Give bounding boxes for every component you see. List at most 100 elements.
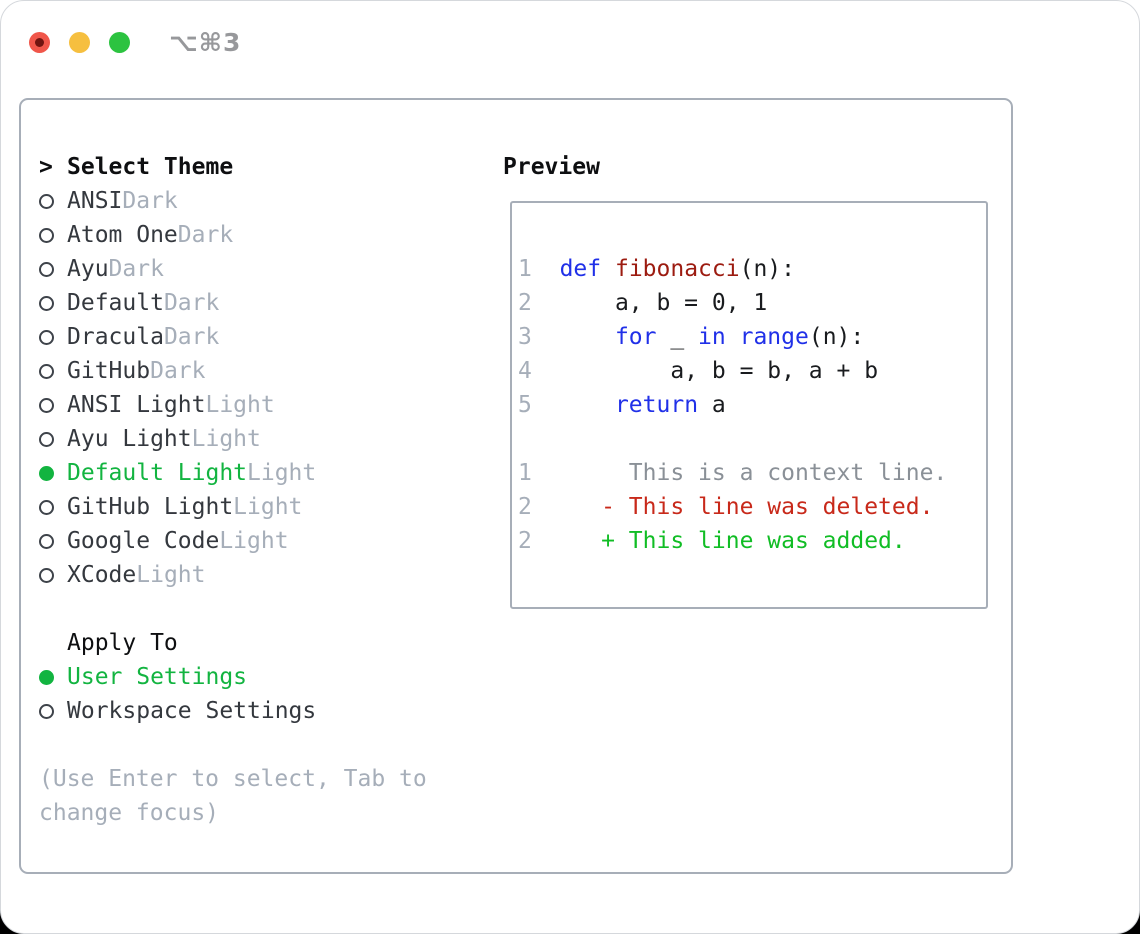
token-pl: (n): bbox=[808, 324, 865, 350]
marker-cell bbox=[39, 499, 67, 515]
apply-to-header: Apply To bbox=[67, 630, 178, 656]
theme-variant-label: Dark bbox=[163, 290, 220, 316]
token-kw: def bbox=[559, 256, 602, 282]
marker-cell bbox=[39, 465, 67, 481]
code-line: 2 - This line was deleted. bbox=[518, 490, 986, 524]
spacer bbox=[39, 728, 443, 762]
theme-option-ansi-dark[interactable]: ANSI Dark bbox=[39, 184, 443, 218]
theme-name: Ayu bbox=[67, 256, 109, 282]
blank-line bbox=[518, 422, 986, 456]
theme-variant-label: Dark bbox=[122, 188, 178, 214]
apply-option-workspace-settings[interactable]: Workspace Settings bbox=[39, 694, 443, 728]
radio-icon bbox=[39, 227, 54, 243]
marker-cell bbox=[39, 567, 67, 583]
token-kw: in bbox=[698, 324, 726, 350]
apply-to-header-row: Apply To bbox=[39, 626, 443, 660]
line-number: 1 bbox=[518, 460, 532, 486]
theme-option-dracula-dark[interactable]: Dracula Dark bbox=[39, 320, 443, 354]
token-kw: range bbox=[739, 324, 809, 350]
token-ctx: This is a context line. bbox=[531, 460, 948, 486]
radio-icon bbox=[39, 397, 54, 413]
code-line: 1 This is a context line. bbox=[518, 456, 986, 490]
token-pl bbox=[532, 256, 560, 282]
select-theme-header-row: > Select Theme bbox=[39, 150, 443, 184]
radio-icon bbox=[39, 669, 54, 685]
marker-cell bbox=[39, 295, 67, 311]
theme-option-default-dark[interactable]: Default Dark bbox=[39, 286, 443, 320]
radio-icon bbox=[39, 295, 54, 311]
token-kw: for bbox=[614, 324, 657, 350]
marker-cell bbox=[39, 261, 67, 277]
theme-option-ayu-dark[interactable]: Ayu Dark bbox=[39, 252, 443, 286]
line-number: 2 bbox=[518, 528, 532, 554]
theme-name: Ayu Light bbox=[67, 426, 192, 452]
preview-header: Preview bbox=[503, 154, 600, 180]
code-line: 4 a, b = b, a + b bbox=[518, 354, 986, 388]
theme-option-xcode-light[interactable]: XCode Light bbox=[39, 558, 443, 592]
close-button[interactable] bbox=[29, 32, 50, 53]
theme-name: GitHub Light bbox=[67, 494, 234, 520]
marker-cell bbox=[39, 533, 67, 549]
theme-variant-label: Light bbox=[136, 562, 206, 588]
theme-name: Default bbox=[67, 290, 164, 316]
radio-icon bbox=[39, 363, 54, 379]
token-pl bbox=[532, 392, 615, 418]
theme-variant-label: Light bbox=[247, 460, 317, 486]
radio-icon bbox=[39, 431, 54, 447]
theme-variant-label: Light bbox=[191, 426, 261, 452]
radio-icon bbox=[39, 329, 54, 345]
theme-variant-label: Light bbox=[233, 494, 303, 520]
theme-option-google-code-light[interactable]: Google Code Light bbox=[39, 524, 443, 558]
theme-name: GitHub bbox=[67, 358, 151, 384]
apply-option-label: Workspace Settings bbox=[67, 698, 317, 724]
token-add: + This line was added. bbox=[531, 528, 906, 554]
theme-name: ANSI bbox=[67, 188, 123, 214]
theme-variant-label: Dark bbox=[177, 222, 234, 248]
radio-icon bbox=[39, 567, 54, 583]
theme-variant-label: Light bbox=[205, 392, 275, 418]
radio-icon bbox=[39, 533, 54, 549]
theme-name: ANSI Light bbox=[67, 392, 206, 418]
theme-option-github-dark[interactable]: GitHub Dark bbox=[39, 354, 443, 388]
radio-icon bbox=[39, 465, 54, 481]
theme-option-ayu-light-light[interactable]: Ayu Light Light bbox=[39, 422, 443, 456]
marker-cell bbox=[39, 227, 67, 243]
line-number: 1 bbox=[518, 256, 532, 282]
theme-name: XCode bbox=[67, 562, 137, 588]
code-line: 1 def fibonacci(n): bbox=[518, 252, 986, 286]
radio-icon bbox=[39, 193, 54, 209]
line-number: 3 bbox=[518, 324, 532, 350]
token-pl: a, b = b, a + b bbox=[531, 358, 879, 384]
titlebar: ⌥⌘3 bbox=[29, 28, 241, 57]
token-pl: _ bbox=[656, 324, 699, 350]
line-number: 4 bbox=[518, 358, 532, 384]
theme-name: Default Light bbox=[67, 460, 248, 486]
minimize-button[interactable] bbox=[69, 32, 90, 53]
theme-variant-label: Dark bbox=[163, 324, 220, 350]
theme-option-github-light-light[interactable]: GitHub Light Light bbox=[39, 490, 443, 524]
theme-variant-label: Light bbox=[219, 528, 289, 554]
theme-option-atom-one-dark[interactable]: Atom One Dark bbox=[39, 218, 443, 252]
token-fn: fibonacci bbox=[614, 256, 740, 282]
line-number: 5 bbox=[518, 392, 532, 418]
theme-option-ansi-light-light[interactable]: ANSI Light Light bbox=[39, 388, 443, 422]
apply-option-user-settings[interactable]: User Settings bbox=[39, 660, 443, 694]
code-line: 2 a, b = 0, 1 bbox=[518, 286, 986, 320]
theme-variant-label: Dark bbox=[108, 256, 164, 282]
token-kw: return bbox=[614, 392, 699, 418]
token-pl bbox=[601, 256, 615, 282]
marker-cell bbox=[39, 363, 67, 379]
close-button-dot bbox=[35, 38, 44, 47]
marker-cell bbox=[39, 431, 67, 447]
code-line: 5 return a bbox=[518, 388, 986, 422]
radio-icon bbox=[39, 703, 54, 719]
maximize-button[interactable] bbox=[109, 32, 130, 53]
marker-cell bbox=[39, 193, 67, 209]
marker-cell bbox=[39, 397, 67, 413]
marker-cell bbox=[39, 669, 67, 685]
theme-option-default-light-light[interactable]: Default Light Light bbox=[39, 456, 443, 490]
